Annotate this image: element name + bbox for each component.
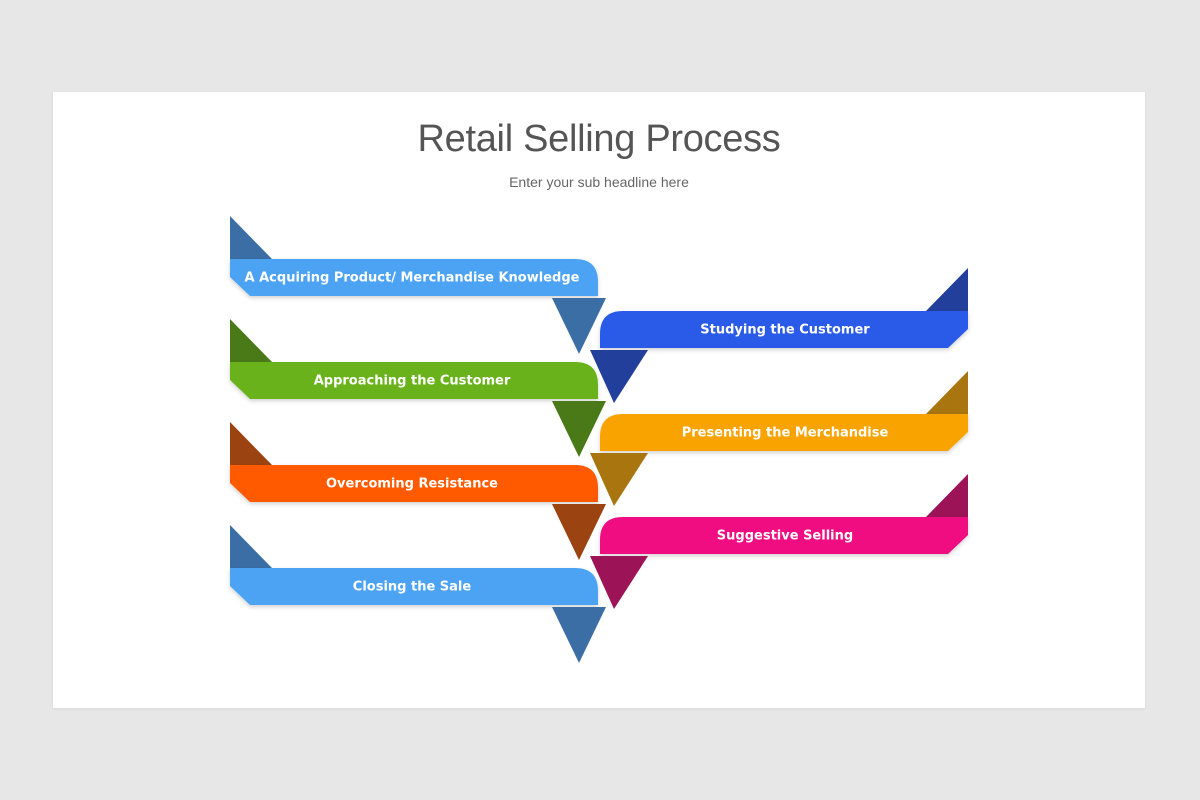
ribbon-fold-tab (230, 525, 272, 568)
ribbon-band (600, 414, 968, 451)
step-label: Closing the Sale (353, 580, 472, 595)
page-subtitle: Enter your sub headline here (509, 174, 689, 190)
ribbon-fold-tab (230, 216, 272, 259)
ribbon-band (230, 362, 598, 399)
slide: Retail Selling Process Enter your sub he… (53, 92, 1145, 708)
ribbon-fold-tab (230, 422, 272, 465)
step-label: Presenting the Merchandise (682, 426, 889, 441)
page-title: Retail Selling Process (417, 118, 781, 160)
ribbon-arrow (552, 504, 606, 560)
process-step-5: Overcoming Resistance (230, 422, 606, 560)
ribbon-band (230, 465, 598, 502)
ribbon-arrow (590, 556, 648, 609)
ribbon-fold-tab (230, 319, 272, 362)
process-step-6: Suggestive Selling (590, 474, 968, 609)
ribbon-arrow (552, 401, 606, 457)
ribbon-arrow (552, 607, 606, 663)
ribbon-arrow (590, 350, 648, 403)
step-label: Overcoming Resistance (326, 477, 498, 492)
ribbon-band (230, 568, 598, 605)
ribbon-band (600, 517, 968, 554)
ribbon-arrow (590, 453, 648, 506)
process-step-3: Approaching the Customer (230, 319, 606, 457)
step-label: Suggestive Selling (717, 529, 853, 544)
step-label: Studying the Customer (700, 323, 870, 338)
process-diagram: A Acquiring Product/ Merchandise Knowled… (230, 216, 968, 663)
process-step-2: Studying the Customer (590, 268, 968, 403)
process-step-4: Presenting the Merchandise (590, 371, 968, 506)
ribbon-arrow (552, 298, 606, 354)
ribbon-fold-tab (926, 268, 968, 311)
process-step-1: A Acquiring Product/ Merchandise Knowled… (230, 216, 606, 354)
process-step-7: Closing the Sale (230, 525, 606, 663)
ribbon-band (600, 311, 968, 348)
ribbon-fold-tab (926, 371, 968, 414)
step-label: Approaching the Customer (314, 374, 511, 389)
step-label: A Acquiring Product/ Merchandise Knowled… (245, 271, 580, 286)
ribbon-band (230, 259, 598, 296)
ribbon-fold-tab (926, 474, 968, 517)
